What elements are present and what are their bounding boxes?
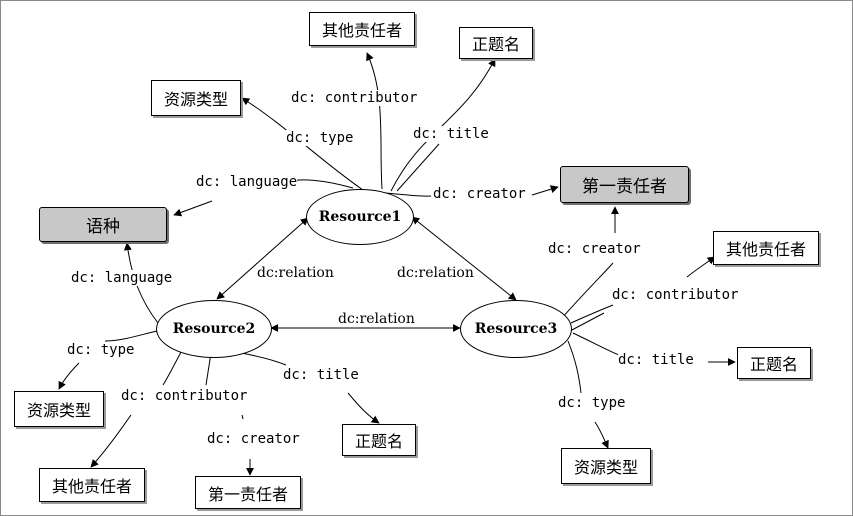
r2-contributor-text: 其他责任者 (51, 477, 132, 496)
r3-contributor-box: 其他责任者 (713, 231, 819, 265)
r2-title-box: 正题名 (342, 424, 416, 456)
edge-r3-creator (560, 262, 614, 320)
edge-r3-contributor (570, 304, 614, 324)
r2-type-text: 资源类型 (26, 401, 91, 420)
edge-r2-contributor-b (90, 414, 132, 468)
r3-type-label: dc: type (558, 395, 626, 411)
edge-r3-title (572, 332, 620, 356)
r1-creator-text: 第一责任者 (582, 177, 667, 197)
r3-title-box: 正题名 (737, 347, 811, 379)
r2-type-label: dc: type (67, 342, 135, 358)
r2-contributor-box: 其他责任者 (39, 468, 145, 502)
edge-r1-title (390, 58, 496, 192)
relation-r1-r3-label: dc:relation (397, 265, 474, 281)
edge-r3-fan (569, 312, 605, 332)
edge-r1-creator-b (531, 185, 559, 196)
edge-r1-contributor (366, 52, 383, 190)
edge-r2-fan (205, 352, 212, 386)
r2-creator-box: 第一责任者 (195, 476, 301, 509)
r2-creator-label: dc: creator (207, 431, 300, 447)
resource1-label: Resource1 (318, 209, 402, 225)
edge-r1-fan (396, 143, 440, 192)
r1-creator-box: 第一责任者 (560, 166, 689, 203)
edge-r1-r2 (216, 217, 309, 300)
edge-r2-title-b (347, 392, 380, 424)
r3-type-box: 资源类型 (561, 448, 651, 484)
resource3-label: Resource3 (474, 321, 558, 337)
r1-title-label: dc: title (413, 126, 489, 142)
r2-contributor-label: dc: contributor (121, 388, 248, 404)
r1-contributor-box: 其他责任者 (309, 12, 415, 46)
r1-type-label: dc: type (286, 130, 354, 146)
r1-title-box: 正题名 (459, 27, 533, 59)
resource1-node: Resource1 (306, 189, 414, 245)
r1-title-text: 正题名 (471, 35, 520, 54)
r2-language-label: dc: language (71, 270, 173, 286)
r1-language-text: 语种 (86, 217, 120, 237)
r1-contributor-text: 其他责任者 (321, 21, 402, 40)
edge-r2-contributor (162, 351, 182, 386)
r2-title-label: dc: title (283, 367, 359, 383)
r1-language-label: dc: language (196, 174, 298, 190)
r1-language-box: 语种 (39, 207, 167, 242)
resource3-node: Resource3 (460, 300, 572, 358)
r1-contributor-label: dc: contributor (291, 90, 418, 106)
edge-r1-r3 (411, 216, 517, 301)
edge-r3-type-b (594, 421, 609, 449)
resource2-label: Resource2 (172, 321, 256, 337)
r3-contributor-text: 其他责任者 (725, 240, 806, 259)
edge-r2-language (123, 242, 159, 324)
r1-creator-label: dc: creator (433, 186, 526, 202)
resource2-node: Resource2 (156, 300, 272, 358)
r1-type-box: 资源类型 (151, 80, 241, 116)
r3-type-text: 资源类型 (573, 458, 638, 477)
edge-r3-contributor-b (686, 256, 716, 278)
r3-creator-label: dc: creator (548, 241, 641, 257)
r2-creator-text: 第一责任者 (207, 484, 288, 504)
edge-r2-type (104, 330, 158, 342)
r1-type-text: 资源类型 (163, 90, 228, 109)
edge-r2-title (240, 352, 287, 366)
r2-title-text: 正题名 (354, 432, 403, 451)
edge-r1-language-b (173, 200, 213, 217)
r2-type-box: 资源类型 (14, 391, 104, 427)
relation-r2-r3-label: dc:relation (338, 311, 415, 327)
r3-title-label: dc: title (618, 352, 694, 368)
relation-r1-r2-label: dc:relation (257, 265, 334, 281)
edge-r1-language (290, 179, 354, 189)
edge-r2-creator (241, 414, 244, 420)
edge-r3-type (567, 340, 582, 394)
r3-title-text: 正题名 (749, 355, 798, 374)
r3-contributor-label: dc: contributor (612, 287, 739, 303)
edge-r2-type-b (58, 362, 80, 390)
